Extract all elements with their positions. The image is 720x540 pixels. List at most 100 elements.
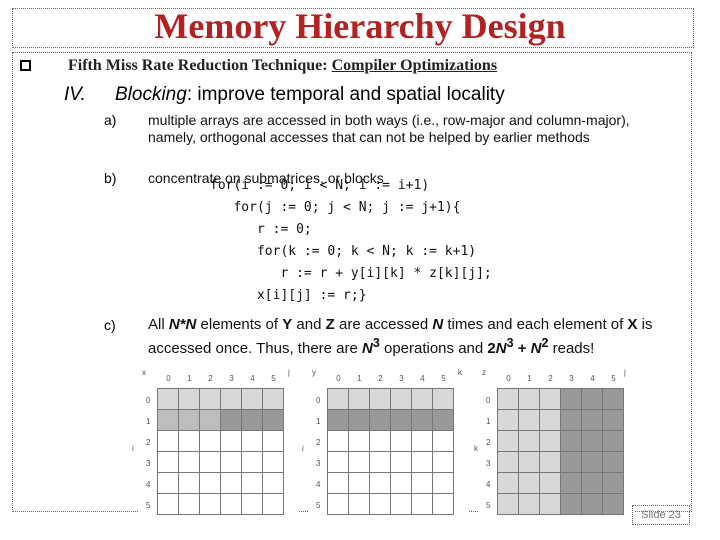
matrix-y-col: 2	[378, 374, 383, 383]
section-number: IV.	[64, 84, 86, 105]
matrix-cell	[370, 473, 391, 494]
matrix-y-row: 5	[316, 501, 321, 510]
matrix-cell	[200, 473, 221, 494]
item-c-text: All N*N elements of Y and Z are accessed…	[148, 316, 653, 357]
matrix-cell	[561, 389, 582, 410]
matrix-cell	[519, 389, 540, 410]
matrix-z-col-axis: j	[624, 368, 626, 377]
subtitle-prefix: Fifth Miss Rate Reduction Technique:	[68, 57, 332, 74]
matrix-cell	[179, 389, 200, 410]
matrix-z-row: 3	[486, 459, 491, 468]
matrix-x-col: 1	[187, 374, 192, 383]
matrix-cell	[263, 410, 284, 431]
section-heading: Blocking: improve temporal and spatial l…	[115, 84, 505, 106]
matrix-y-grid	[327, 388, 454, 515]
matrix-y-row: 3	[316, 459, 321, 468]
matrix-y-col: 1	[357, 374, 362, 383]
matrix-cell	[221, 410, 242, 431]
code-listing: for(i := 0; i < N; i := i+1) for(j := 0;…	[210, 178, 492, 303]
item-b-label: b)	[104, 170, 117, 186]
matrix-cell	[349, 389, 370, 410]
matrix-cell	[221, 389, 242, 410]
matrix-cell	[603, 410, 624, 431]
matrix-cell	[412, 494, 433, 515]
matrix-y-row: 4	[316, 480, 321, 489]
matrix-cell	[561, 410, 582, 431]
matrix-y-col-axis: k	[458, 368, 462, 377]
matrix-cell	[158, 473, 179, 494]
matrix-z-col: 3	[569, 374, 574, 383]
matrix-x-row: 0	[146, 396, 151, 405]
matrix-cell	[200, 389, 221, 410]
subtitle-link[interactable]: Compiler Optimizations	[331, 57, 498, 74]
slide-number: Slide 23	[632, 505, 690, 525]
matrix-x-col: 3	[229, 374, 234, 383]
matrix-cell	[200, 431, 221, 452]
subtitle: Fifth Miss Rate Reduction Technique: Com…	[68, 57, 497, 75]
matrix-cell	[328, 389, 349, 410]
matrix-cell	[561, 452, 582, 473]
matrix-cell	[370, 431, 391, 452]
matrix-cell	[540, 494, 561, 515]
matrix-cell	[498, 494, 519, 515]
matrix-cell	[519, 410, 540, 431]
matrix-x-row: 2	[146, 438, 151, 447]
matrix-cell	[561, 431, 582, 452]
matrix-x-row: 5	[146, 501, 151, 510]
matrix-cell	[370, 494, 391, 515]
matrix-cell	[263, 473, 284, 494]
matrix-z-row: 5	[486, 501, 491, 510]
matrix-z-row-axis: k	[474, 444, 478, 453]
matrix-cell	[349, 473, 370, 494]
matrix-cell	[391, 473, 412, 494]
matrix-cell	[179, 431, 200, 452]
matrix-y-row: 1	[316, 417, 321, 426]
item-c-label: c)	[104, 317, 116, 333]
matrix-cell	[221, 473, 242, 494]
matrix-cell	[179, 473, 200, 494]
matrix-cell	[433, 389, 454, 410]
matrix-cell	[221, 452, 242, 473]
matrix-cell	[540, 452, 561, 473]
matrix-cell	[603, 431, 624, 452]
matrix-cell	[349, 431, 370, 452]
matrix-cell	[263, 389, 284, 410]
matrix-cell	[349, 494, 370, 515]
matrix-cell	[328, 410, 349, 431]
matrix-cell	[391, 410, 412, 431]
matrix-cell	[328, 473, 349, 494]
matrix-cell	[158, 494, 179, 515]
item-a-label: a)	[104, 112, 117, 128]
matrix-cell	[540, 431, 561, 452]
matrix-cell	[263, 452, 284, 473]
matrix-cell	[242, 389, 263, 410]
section-description: : improve temporal and spatial locality	[186, 84, 505, 105]
matrix-x-row: 1	[146, 417, 151, 426]
matrix-cell	[242, 410, 263, 431]
matrix-cell	[328, 431, 349, 452]
matrix-cell	[582, 452, 603, 473]
matrix-z-row: 4	[486, 480, 491, 489]
matrix-cell	[179, 410, 200, 431]
matrix-cell	[200, 494, 221, 515]
matrix-cell	[540, 389, 561, 410]
matrix-panel-y: y k i 0 1 2 3 4 5 0 1 2 3 4 5	[302, 364, 468, 524]
matrix-cell	[582, 494, 603, 515]
matrix-cell	[603, 494, 624, 515]
matrix-cell	[242, 494, 263, 515]
matrix-cell	[498, 473, 519, 494]
matrix-cell	[498, 431, 519, 452]
matrix-cell	[179, 494, 200, 515]
matrix-x-name: x	[142, 368, 146, 377]
matrix-panel-x: x j i 0 1 2 3 4 5 0 1 2 3 4 5	[132, 364, 298, 524]
matrix-z-col: 1	[527, 374, 532, 383]
matrix-z-row: 2	[486, 438, 491, 447]
matrix-cell	[519, 473, 540, 494]
matrix-cell	[412, 389, 433, 410]
matrix-x-col-axis: j	[288, 368, 290, 377]
matrix-cell	[242, 473, 263, 494]
title-frame	[12, 8, 694, 48]
matrix-x-col: 5	[271, 374, 276, 383]
matrix-cell	[603, 389, 624, 410]
matrix-cell	[328, 452, 349, 473]
